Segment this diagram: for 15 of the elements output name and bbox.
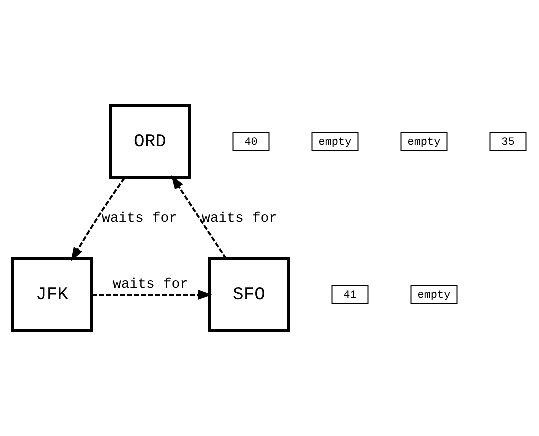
- arrow: [92, 290, 212, 300]
- edge-label: waits for: [202, 210, 278, 227]
- node-box: 40: [232, 132, 270, 151]
- node-box: empty: [410, 285, 458, 304]
- node-box: SFO: [208, 257, 290, 332]
- arrow: [172, 174, 228, 259]
- arrow: [71, 177, 126, 262]
- edge-label: waits for: [112, 276, 189, 293]
- node-box: empty: [312, 132, 359, 151]
- node-box: JFK: [11, 257, 94, 332]
- node-box: ORD: [109, 104, 192, 179]
- edge-label: waits for: [102, 210, 178, 227]
- node-box: 41: [332, 285, 369, 304]
- node-box: 35: [490, 132, 527, 151]
- node-box: empty: [400, 132, 448, 151]
